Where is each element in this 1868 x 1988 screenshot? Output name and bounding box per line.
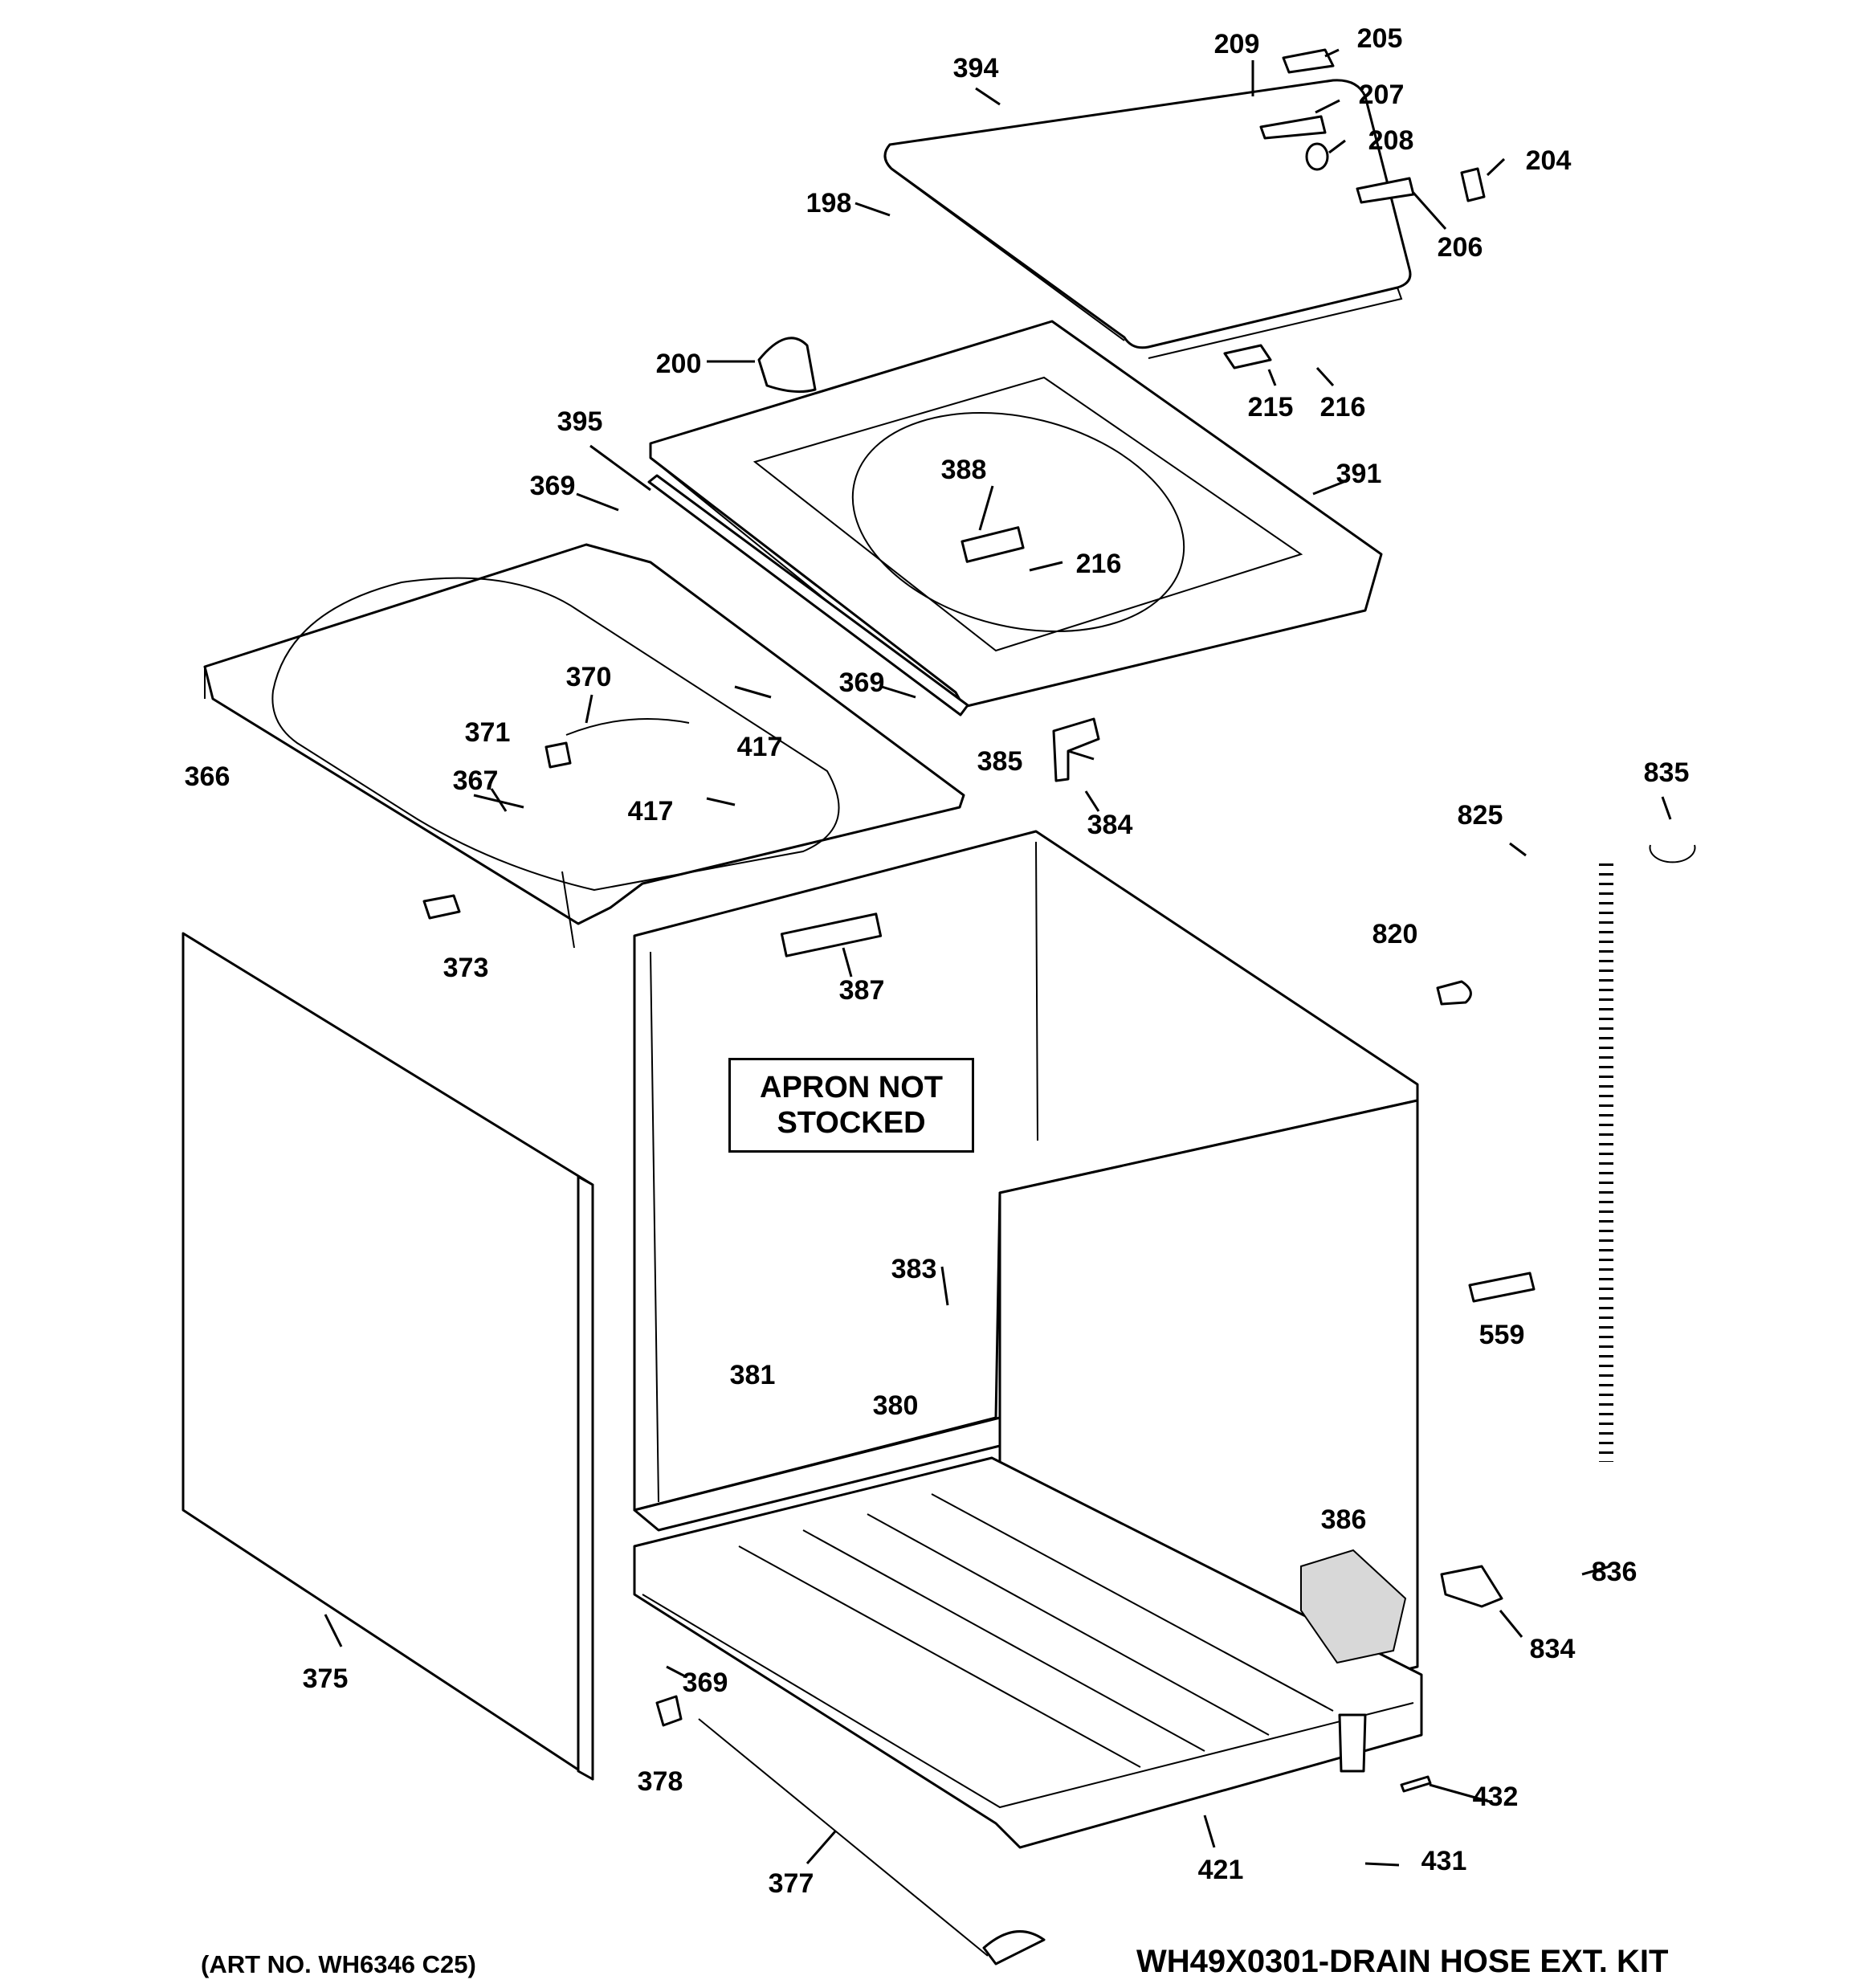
callout-375: 375 bbox=[302, 1663, 349, 1694]
callout-216-middle: 216 bbox=[1075, 549, 1122, 579]
bushing-208 bbox=[1305, 142, 1329, 171]
callout-369-middle: 369 bbox=[838, 667, 885, 698]
drain-hose-kit-note: WH49X0301-DRAIN HOSE EXT. KIT bbox=[1136, 1944, 1669, 1979]
callout-369-bottom: 369 bbox=[682, 1668, 728, 1698]
callout-200: 200 bbox=[655, 349, 702, 379]
callout-417-lower: 417 bbox=[627, 796, 674, 827]
callout-198: 198 bbox=[806, 188, 852, 218]
rod-370 bbox=[565, 718, 690, 736]
rod-377 bbox=[698, 1718, 989, 1957]
apron-note-line-1: APRON NOT bbox=[760, 1071, 943, 1104]
art-number: (ART NO. WH6346 C25) bbox=[201, 1950, 476, 1978]
callout-394: 394 bbox=[952, 53, 999, 84]
hinge-385 bbox=[1052, 717, 1100, 782]
callout-367: 367 bbox=[452, 765, 499, 796]
callout-208: 208 bbox=[1368, 125, 1414, 156]
callout-380: 380 bbox=[872, 1390, 919, 1421]
callout-836: 836 bbox=[1591, 1557, 1638, 1587]
callout-370: 370 bbox=[565, 662, 612, 692]
apron-side bbox=[577, 1175, 594, 1781]
top-cover-recess bbox=[753, 376, 1303, 652]
callout-432: 432 bbox=[1472, 1782, 1519, 1812]
bracket-834 bbox=[1440, 1565, 1503, 1608]
callout-204: 204 bbox=[1525, 145, 1572, 176]
callout-834: 834 bbox=[1529, 1634, 1576, 1664]
leveling-leg-431 bbox=[1338, 1713, 1367, 1773]
callout-388: 388 bbox=[940, 455, 987, 485]
callout-209: 209 bbox=[1213, 29, 1260, 59]
callout-431: 431 bbox=[1421, 1846, 1467, 1876]
bracket-559 bbox=[1468, 1272, 1536, 1303]
lid-switch-actuator-200 bbox=[757, 337, 817, 394]
callout-386: 386 bbox=[1320, 1504, 1367, 1535]
hose-clamp-835 bbox=[1649, 844, 1696, 863]
frame-opening bbox=[271, 577, 840, 892]
cabinet-bottom-rail bbox=[633, 1416, 1001, 1532]
apron-not-stocked-note: APRON NOT STOCKED bbox=[728, 1058, 974, 1153]
drain-hose-inner bbox=[1487, 822, 1618, 1509]
callout-377: 377 bbox=[768, 1868, 814, 1899]
callout-421: 421 bbox=[1197, 1855, 1244, 1885]
callout-378: 378 bbox=[637, 1766, 683, 1797]
lid bbox=[883, 79, 1412, 349]
callout-215: 215 bbox=[1247, 392, 1294, 423]
callout-384: 384 bbox=[1087, 810, 1133, 840]
clip-204 bbox=[1460, 167, 1486, 202]
leader-lines bbox=[324, 48, 1672, 1867]
clamp-820 bbox=[1436, 980, 1472, 1006]
suspension-frame bbox=[203, 543, 965, 925]
tub-opening bbox=[851, 412, 1185, 632]
bracket-386 bbox=[1300, 1549, 1407, 1664]
callout-385: 385 bbox=[977, 746, 1023, 777]
callout-820: 820 bbox=[1372, 919, 1418, 949]
callout-383: 383 bbox=[891, 1254, 937, 1284]
strap-377 bbox=[982, 1930, 1046, 1966]
base-cross-members bbox=[738, 1493, 1334, 1768]
callout-559: 559 bbox=[1478, 1320, 1525, 1350]
lid-edge bbox=[892, 169, 1403, 359]
callout-417-upper: 417 bbox=[736, 732, 783, 762]
callout-381: 381 bbox=[729, 1360, 776, 1390]
callout-369-top: 369 bbox=[529, 471, 576, 501]
hinge-207 bbox=[1259, 115, 1327, 140]
callout-207: 207 bbox=[1358, 80, 1405, 110]
callout-206: 206 bbox=[1437, 232, 1483, 263]
callout-825: 825 bbox=[1457, 800, 1503, 831]
callout-216-top: 216 bbox=[1319, 392, 1366, 423]
callout-387: 387 bbox=[838, 975, 885, 1006]
apron-front-panel bbox=[181, 932, 594, 1781]
front-seal-395 bbox=[647, 474, 969, 716]
frame-mount-tab bbox=[204, 667, 575, 949]
callout-835: 835 bbox=[1643, 757, 1690, 788]
callout-205: 205 bbox=[1356, 23, 1403, 54]
base-front-edge bbox=[642, 1594, 1414, 1809]
cabinet-left-flange bbox=[650, 841, 1038, 1503]
callout-373: 373 bbox=[443, 953, 489, 983]
callout-371: 371 bbox=[464, 717, 511, 748]
foot-378 bbox=[655, 1695, 683, 1727]
bracket-373 bbox=[422, 894, 461, 920]
apron-note-line-2: STOCKED bbox=[777, 1106, 926, 1140]
callout-366: 366 bbox=[184, 761, 230, 792]
callout-391: 391 bbox=[1336, 459, 1382, 489]
clip-387 bbox=[780, 912, 883, 957]
switch-215 bbox=[1223, 344, 1272, 369]
callout-395: 395 bbox=[557, 406, 603, 437]
pin-432 bbox=[1400, 1775, 1432, 1793]
clip-371 bbox=[544, 741, 572, 769]
bleach-dispenser-388 bbox=[961, 526, 1025, 563]
top-cover bbox=[649, 320, 1383, 708]
drain-hose bbox=[1492, 828, 1612, 1504]
hinge-205 bbox=[1282, 48, 1335, 74]
